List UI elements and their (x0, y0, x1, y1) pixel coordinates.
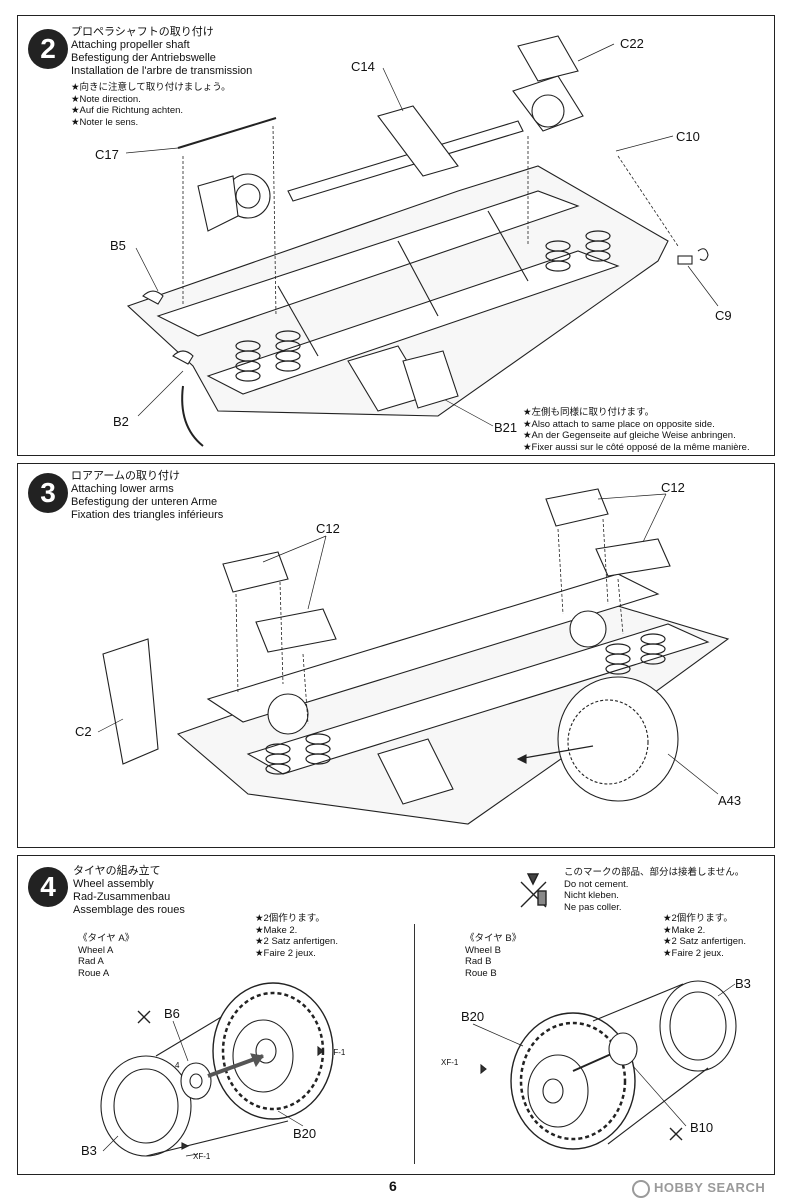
wheel-a-make-ja: ★2個作ります。 (255, 913, 325, 924)
step2-title-ja: プロペラシャフトの取り付け (71, 26, 214, 38)
step2-side-note-ja: ★左側も同様に取り付けます。 (523, 407, 655, 418)
step3-title-fr: Fixation des triangles inférieurs (71, 509, 224, 521)
step4-title-en: Wheel assembly (73, 878, 154, 890)
wheel-a-make-en: ★Make 2. (255, 924, 298, 936)
step3-number: 3 (28, 473, 68, 513)
step2-title-en: Attaching propeller shaft (71, 39, 190, 51)
wheel-a-head-ja: 《タイヤ A》 (78, 933, 135, 944)
step2-direction-note: ★向きに注意して取り付けましょう。 ★Note direction. ★Auf … (71, 82, 231, 128)
step4-title: タイヤの組み立て Wheel assembly Rad-Zusammenbau … (73, 865, 185, 917)
wheel-b-make-de: ★2 Satz anfertigen. (663, 936, 746, 947)
no-cement-icon (520, 873, 547, 908)
step3-title: ロアアームの取り付け Attaching lower arms Befestig… (71, 470, 223, 522)
part-label-c14: C14 (351, 59, 375, 74)
step2-note-de: ★Auf die Richtung achten. (71, 105, 184, 116)
watermark-text: HOBBY SEARCH (654, 1180, 766, 1195)
part-label-b21: B21 (494, 420, 518, 435)
part-label-b20-a: B20 (293, 1126, 317, 1141)
part-label-c9: C9 (715, 308, 732, 323)
wheel-assembly-drawing (100, 980, 737, 1157)
step2-note-ja: ★向きに注意して取り付けましょう。 (71, 82, 231, 93)
part-label-b10: B10 (690, 1120, 714, 1135)
no-cement-note: このマークの部品、部分は接着しません。 Do not cement. Nicht… (564, 867, 744, 913)
step2-panel: 2 プロペラシャフトの取り付け Attaching propeller shaf… (17, 15, 775, 456)
part-label-b5: B5 (110, 238, 126, 253)
step2-note-fr: ★Noter le sens. (71, 116, 139, 128)
part-label-c12-front: C12 (316, 521, 340, 536)
step2-side-note-de: ★An der Gegenseite auf gleiche Weise anb… (523, 430, 736, 441)
wheel-b-make-ja: ★2個作ります。 (663, 913, 733, 924)
part-label-b3-b: B3 (735, 976, 751, 991)
wheel-b-make-en: ★Make 2. (663, 924, 706, 936)
step4-number: 4 (28, 867, 68, 907)
step2-number: 2 (28, 29, 68, 69)
step4-title-ja: タイヤの組み立て (73, 865, 161, 877)
step3-panel: 3 ロアアームの取り付け Attaching lower arms Befest… (17, 463, 775, 848)
step2-side-note-fr: ★Fixer aussi sur le côté opposé de la mê… (523, 441, 750, 453)
part-label-b2: B2 (113, 414, 129, 429)
step2-note-en: ★Note direction. (71, 93, 141, 105)
part-label-c17: C17 (95, 147, 119, 162)
no-cement-ja: このマークの部品、部分は接着しません。 (564, 867, 745, 878)
wheel-b-head-ja: 《タイヤ B》 (465, 933, 522, 944)
step2-chassis-drawing (125, 35, 719, 447)
step3-chassis-drawing (97, 488, 730, 825)
step2-side-note-en: ★Also attach to same place on opposite s… (523, 418, 715, 430)
no-cement-de: Nicht kleben. (564, 890, 619, 901)
part-label-a43: A43 (718, 793, 742, 808)
part-label-c2: C2 (75, 724, 92, 739)
wheel-b-fr: Roue B (465, 967, 497, 979)
step2-title-de: Befestigung der Antriebswelle (71, 52, 216, 64)
part-label-c10: C10 (676, 129, 700, 144)
paint-xf1-label-a2: XF-1 (193, 1152, 211, 1161)
wheel-a-make-note: ★2個作ります。 ★Make 2. ★2 Satz anfertigen. ★F… (255, 913, 338, 959)
step4-title-de: Rad-Zusammenbau (73, 891, 171, 903)
wheel-b-make-fr: ★Faire 2 jeux. (663, 947, 724, 959)
paint-xf1-label-a1: XF-1 (328, 1048, 346, 1057)
wheel-divider (414, 924, 415, 1164)
step2-title-fr: Installation de l'arbre de transmission (71, 65, 253, 77)
wheel-b-make-note: ★2個作ります。 ★Make 2. ★2 Satz anfertigen. ★F… (663, 913, 746, 959)
hobby-search-logo-icon (632, 1180, 650, 1198)
paint-xf1-label-b: XF-1 (441, 1058, 459, 1067)
wheel-a-header: 《タイヤ A》 Wheel A Rad A Roue A (78, 933, 134, 979)
wheel-a-make-de: ★2 Satz anfertigen. (255, 936, 338, 947)
part-label-c22: C22 (620, 36, 644, 51)
page-number: 6 (389, 1178, 397, 1194)
part-number-4: 4 (175, 1061, 180, 1070)
wheel-a-make-fr: ★Faire 2 jeux. (255, 947, 316, 959)
part-label-b20-b: B20 (461, 1009, 485, 1024)
step4-title-fr: Assemblage des roues (73, 904, 185, 916)
wheel-b-en: Wheel B (465, 944, 501, 956)
step3-title-de: Befestigung der unteren Arme (71, 496, 218, 508)
no-cement-en: Do not cement. (564, 878, 629, 890)
step3-title-ja: ロアアームの取り付け (71, 470, 181, 482)
step2-side-note: ★左側も同様に取り付けます。 ★Also attach to same plac… (523, 407, 750, 453)
wheel-a-en: Wheel A (78, 944, 114, 956)
wheel-b-header: 《タイヤ B》 Wheel B Rad B Roue B (465, 933, 521, 979)
part-label-b6: B6 (164, 1006, 180, 1021)
wheel-b-de: Rad B (465, 956, 492, 967)
part-label-c12-rear: C12 (661, 480, 685, 495)
step4-panel: 4 タイヤの組み立て Wheel assembly Rad-Zusammenba… (17, 855, 775, 1175)
wheel-a-fr: Roue A (78, 967, 110, 979)
no-cement-fr: Ne pas coller. (564, 901, 622, 913)
part-label-b3-a: B3 (81, 1143, 97, 1158)
wheel-a-de: Rad A (78, 956, 104, 967)
step2-title: プロペラシャフトの取り付け Attaching propeller shaft … (71, 26, 252, 78)
step3-title-en: Attaching lower arms (71, 483, 174, 495)
